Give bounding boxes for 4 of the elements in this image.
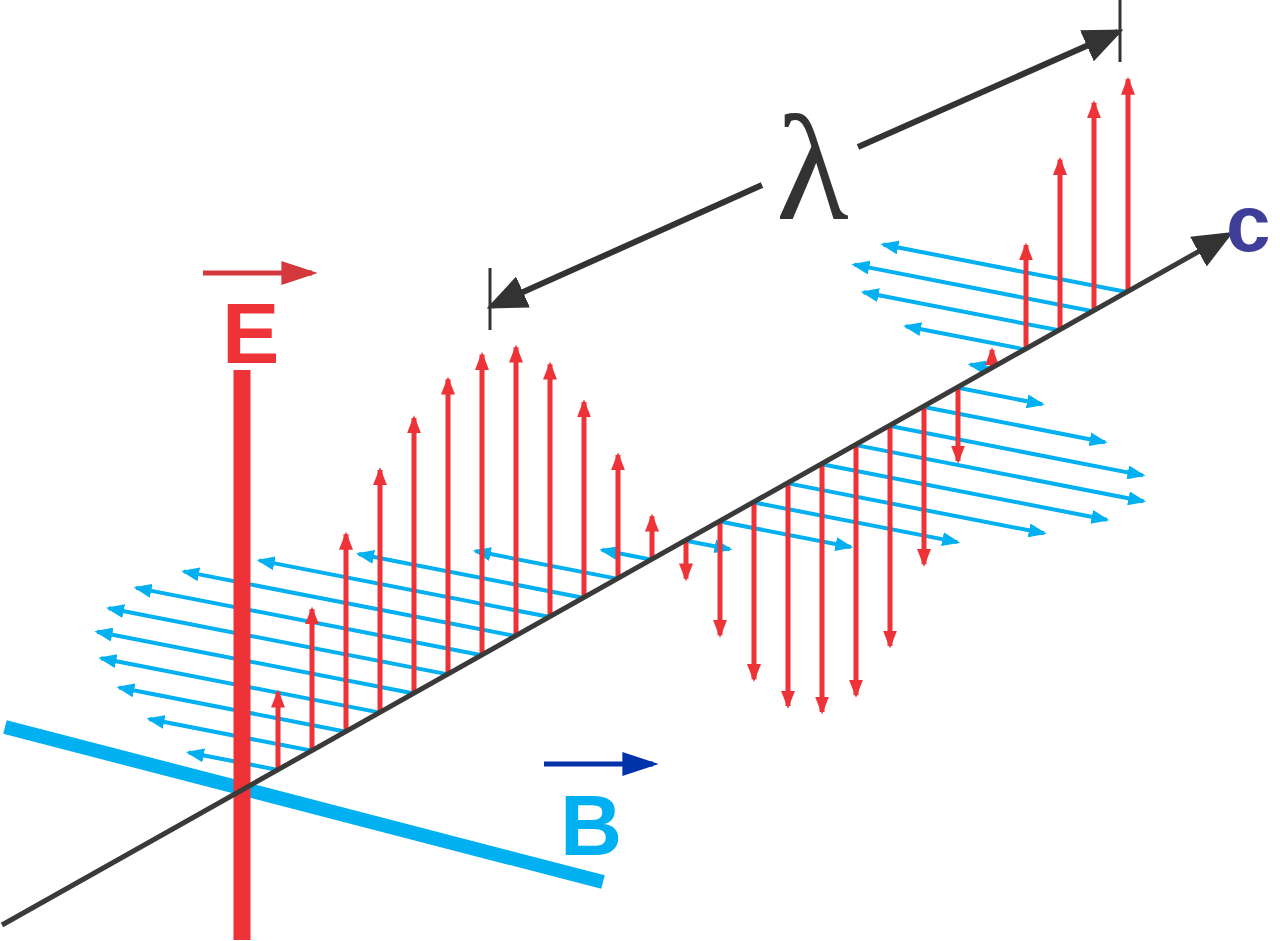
speed-label: c <box>1226 178 1271 270</box>
wavelength-symbol: λ <box>776 84 849 253</box>
field-label: B <box>560 776 623 875</box>
field-label: E <box>222 284 280 383</box>
